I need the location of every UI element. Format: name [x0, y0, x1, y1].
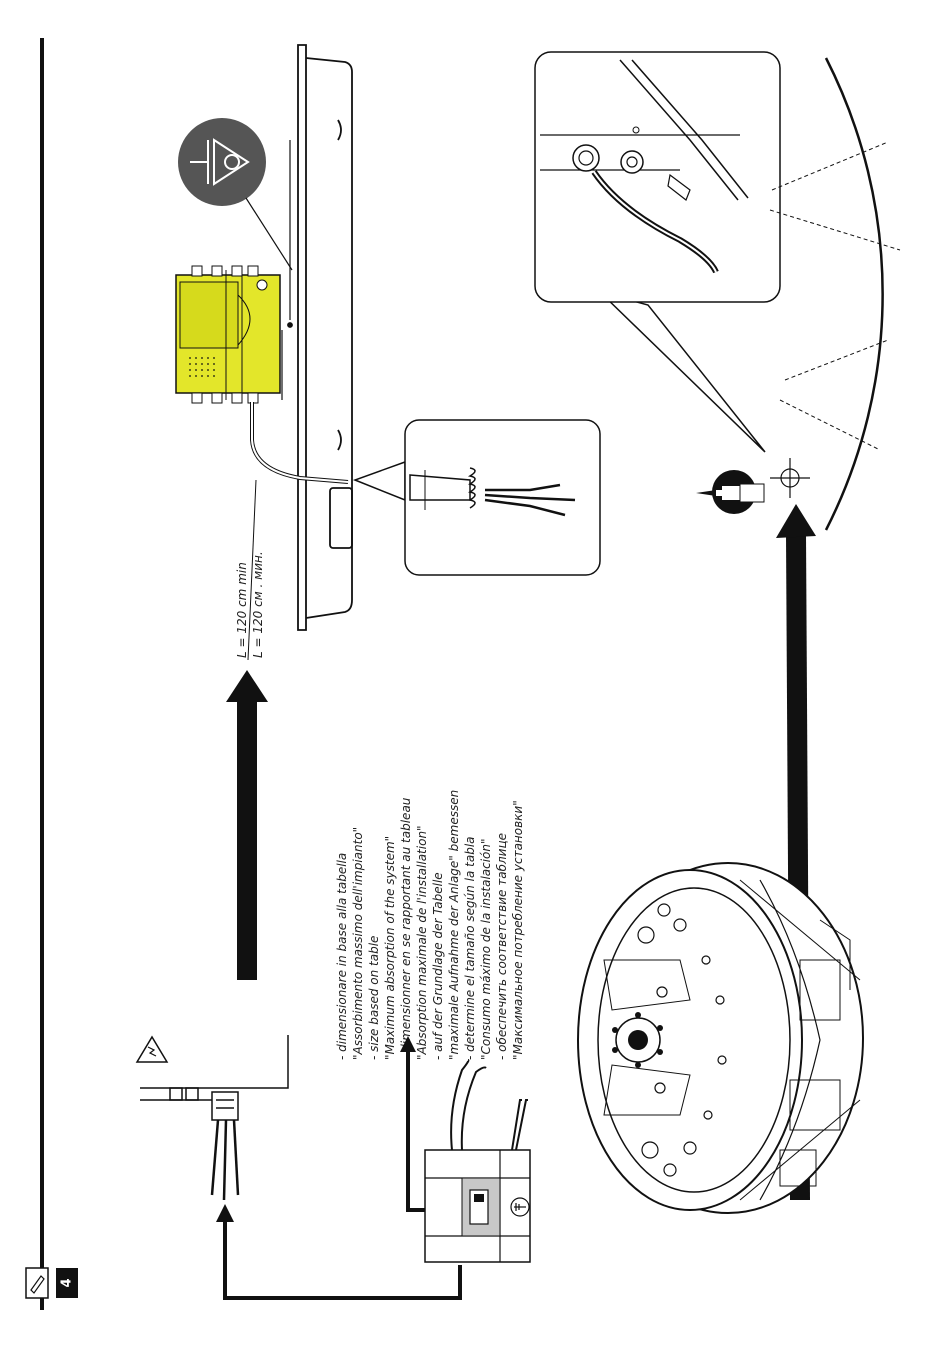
note-es-2: "Consumo máximo de la instalación": [479, 838, 493, 1060]
crosshair-target-icon: [770, 458, 810, 498]
connection-detail-callout: [534, 51, 781, 453]
spa-rim-arc: [769, 57, 901, 531]
note-fr-1: - dimensionner en se rapportant au table…: [399, 797, 413, 1060]
upward-arrow: [226, 670, 268, 980]
note-it-2: "Assorbimento massimo dell'impianto": [351, 827, 365, 1060]
equipotential-icon: [178, 118, 266, 206]
supply-arrow: [223, 1218, 462, 1300]
note-en-1: - size based on table: [367, 936, 381, 1060]
breaker-wires: [450, 1059, 528, 1151]
mains-junction: [140, 1035, 289, 1121]
badge-leader-line: [245, 197, 293, 271]
control-box-cable: [250, 402, 349, 484]
cable-length-line1: L = 120 cm min: [235, 562, 249, 658]
drill-icon: [696, 470, 765, 514]
tub-profile: [281, 44, 353, 631]
control-box: [175, 265, 281, 404]
note-de-1: - auf der Grundlage der Tabelle: [431, 872, 445, 1060]
electric-warning-icon: [135, 1035, 169, 1063]
notes-bracket: [406, 1048, 425, 1212]
note-ru-1: - обеспечить соответствие таблице: [495, 833, 509, 1060]
page-number-badge: 4: [56, 1268, 78, 1298]
manual-icon: [25, 1267, 49, 1299]
note-fr-2: "Absorption maximale de l'installation": [415, 825, 429, 1060]
note-es-1: - determine el tamaño según la tabla: [463, 836, 477, 1060]
page-number: 4: [60, 1278, 75, 1287]
sizing-notes: - dimensionare in base alla tabella "Ass…: [335, 790, 525, 1060]
cable-length-line2: L = 120 см . мин.: [251, 551, 265, 658]
note-it-1: - dimensionare in base alla tabella: [335, 853, 349, 1060]
cable-detail-callout: [352, 419, 601, 576]
note-de-2: "maximale Aufnahme der Anlage" bemessen: [447, 790, 461, 1060]
note-ru-2: "Максимальное потребление установки": [511, 800, 525, 1060]
mains-wires: [210, 1119, 240, 1201]
note-en-2: "Maximum absorption of the system": [383, 836, 397, 1060]
ground-symbol-icon: [510, 1197, 530, 1217]
circuit-breaker: [424, 1149, 531, 1263]
round-spa-tub: [577, 862, 864, 1214]
cable-length-label: L = 120 cm min L = 120 см . мин.: [235, 551, 265, 658]
